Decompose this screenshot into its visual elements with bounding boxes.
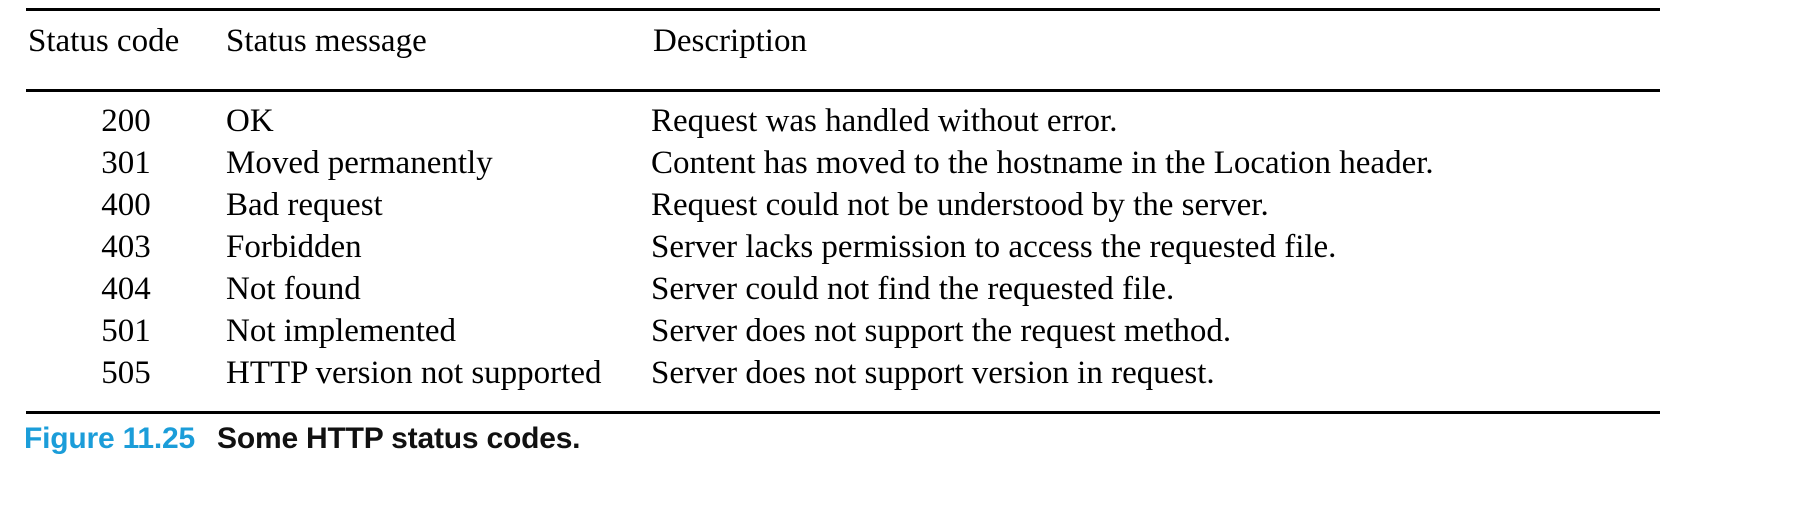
cell-status-message: Moved permanently <box>226 145 493 181</box>
cell-status-code: 505 <box>101 355 151 391</box>
cell-description: Server lacks permission to access the re… <box>651 229 1337 265</box>
table-row: 501 Not implemented Server does not supp… <box>26 314 1660 356</box>
cell-status-code: 403 <box>101 229 151 265</box>
column-header-status-message: Status message <box>226 23 427 59</box>
table-row: 301 Moved permanently Content has moved … <box>26 146 1660 188</box>
figure-caption-label: Figure 11.25 <box>24 422 196 455</box>
cell-description: Server does not support version in reque… <box>651 355 1215 391</box>
table-body-wrapper: 200 OK Request was handled without error… <box>26 92 1660 411</box>
table-row: 200 OK Request was handled without error… <box>26 92 1660 146</box>
cell-description: Content has moved to the hostname in the… <box>651 145 1434 181</box>
table-row: 404 Not found Server could not find the … <box>26 272 1660 314</box>
cell-status-message: HTTP version not supported <box>226 355 602 391</box>
column-header-description: Description <box>653 23 807 59</box>
table: Status code Status message Description <box>26 11 1660 89</box>
table-rule-top <box>26 8 1660 11</box>
cell-status-message: OK <box>226 103 274 139</box>
table-rule-bottom <box>26 411 1660 414</box>
cell-status-message: Forbidden <box>226 229 362 265</box>
status-code-table: Status code Status message Description 2… <box>26 8 1660 414</box>
cell-status-message: Not found <box>226 271 361 307</box>
table-row: 505 HTTP version not supported Server do… <box>26 356 1660 411</box>
cell-status-code: 400 <box>101 187 151 223</box>
cell-status-code: 501 <box>101 313 151 349</box>
header-row: Status code Status message Description <box>26 11 1660 89</box>
table-rule-header-separator <box>26 89 1660 92</box>
table-body: 200 OK Request was handled without error… <box>26 92 1660 411</box>
table-row: 400 Bad request Request could not be und… <box>26 188 1660 230</box>
cell-description: Server does not support the request meth… <box>651 313 1232 349</box>
cell-status-message: Not implemented <box>226 313 457 349</box>
cell-status-code: 200 <box>101 103 151 139</box>
table-header: Status code Status message Description <box>26 11 1660 89</box>
cell-status-message: Bad request <box>226 187 383 223</box>
table-row: 403 Forbidden Server lacks permission to… <box>26 230 1660 272</box>
column-header-status-code: Status code <box>28 23 180 59</box>
cell-description: Request was handled without error. <box>651 103 1118 139</box>
figure-caption: Figure 11.25 Some HTTP status codes. <box>24 422 581 456</box>
cell-status-code: 301 <box>101 145 151 181</box>
cell-description: Server could not find the requested file… <box>651 271 1175 307</box>
figure-caption-title: Some HTTP status codes. <box>217 422 581 455</box>
cell-description: Request could not be understood by the s… <box>651 187 1269 223</box>
cell-status-code: 404 <box>101 271 151 307</box>
